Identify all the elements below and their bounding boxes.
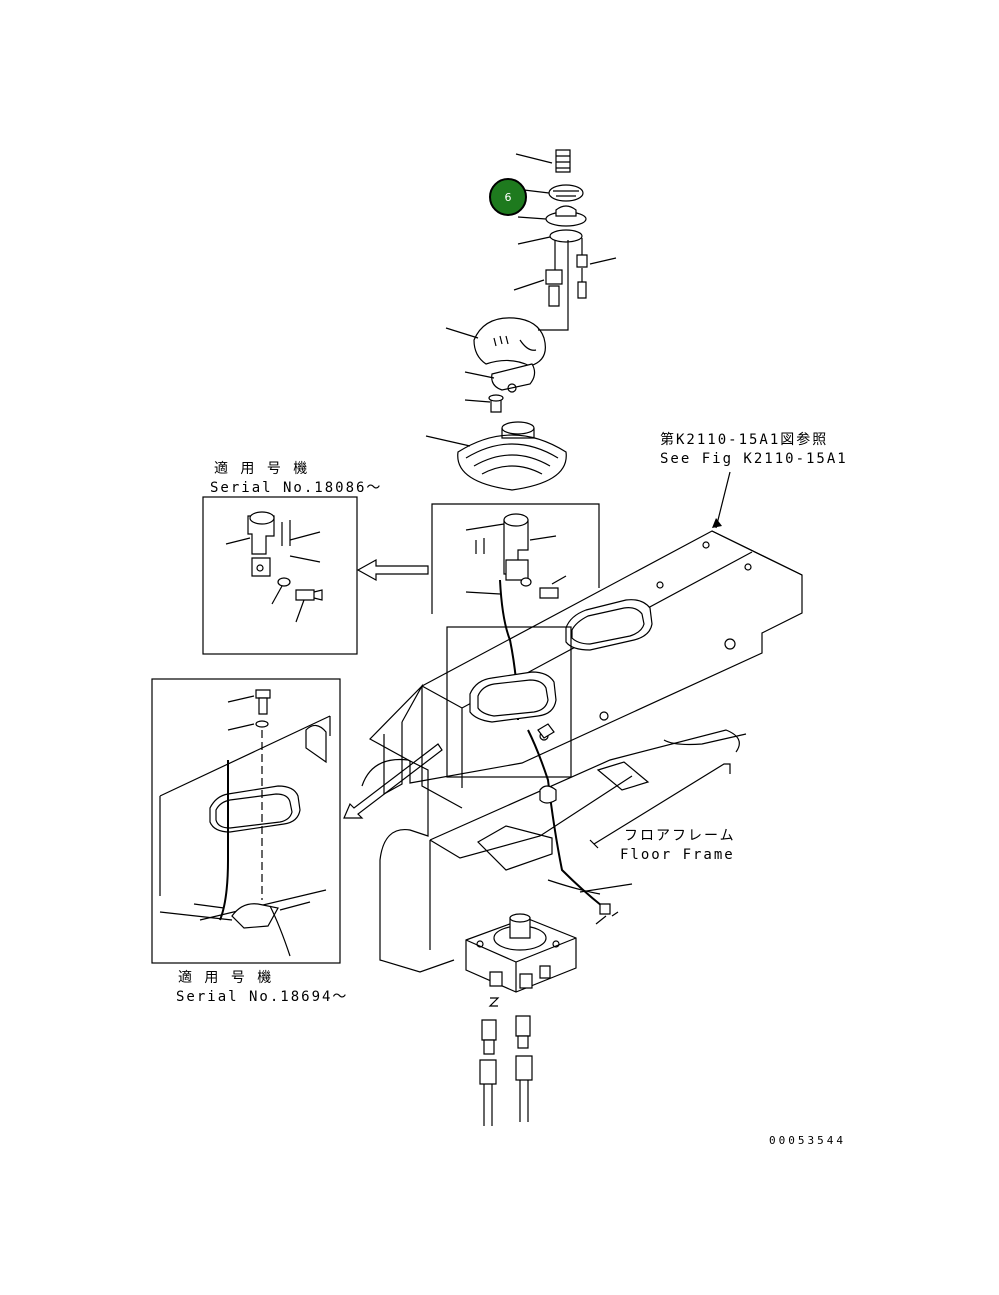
serial-18086-detail: 適 用 号 機 Serial No.18086～ [202, 460, 382, 655]
detail-transfer-arrow-2 [343, 743, 443, 819]
see-fig-leader [715, 471, 731, 529]
callout-6-badge[interactable]: 6 [489, 178, 527, 216]
pilot-valve-assembly [465, 913, 577, 1126]
see-fig-en-label: See Fig K2110-15A1 [660, 451, 848, 467]
serial-18694-detail [151, 678, 341, 964]
lever-knob-assembly [425, 149, 617, 491]
drawing-number: 00053544 [769, 1134, 846, 1147]
serial-1-en-label: Serial No.18086～ [210, 480, 382, 496]
floor-frame-en-label: Floor Frame [620, 847, 735, 863]
serial-1-jp-label: 適 用 号 機 [214, 460, 309, 477]
callout-6-number: 6 [505, 191, 512, 204]
floor-frame-jp-label: フロアフレーム [624, 828, 736, 844]
see-fig-jp-label: 第K2110-15A1図参照 [660, 431, 828, 448]
floor-frame-body [361, 530, 803, 973]
serial-2-en-label: Serial No.18694～ [176, 989, 348, 1005]
serial-2-jp-label: 適 用 号 機 [178, 969, 273, 986]
detail-transfer-arrow [356, 558, 429, 582]
